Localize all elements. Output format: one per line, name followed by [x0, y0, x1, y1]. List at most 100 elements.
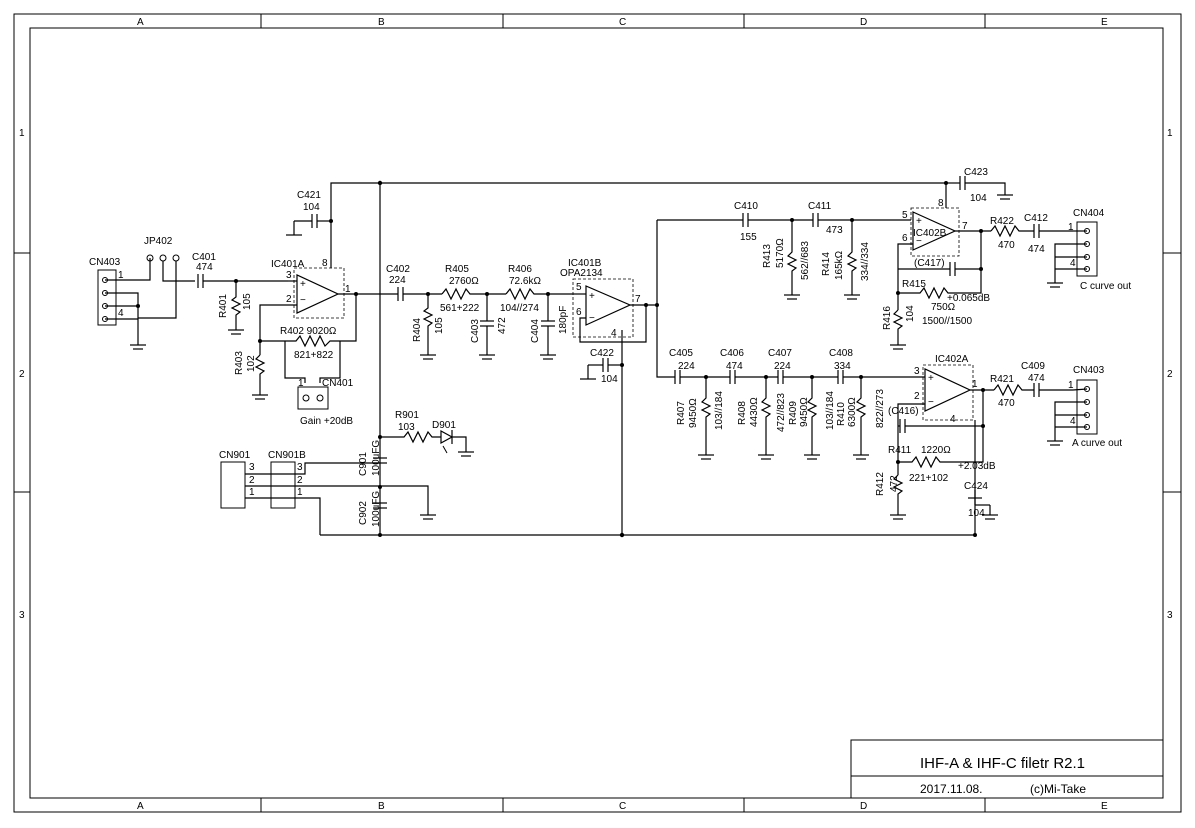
c411-capacitor: C411 473	[808, 201, 911, 236]
drawing-title: IHF-A & IHF-C filetr R2.1	[920, 755, 1085, 772]
svg-text:474: 474	[1028, 373, 1045, 384]
cn401-connector: CN401 1 Gain +20dB	[297, 378, 354, 427]
svg-text:3: 3	[286, 270, 292, 281]
c405-capacitor: C405 224	[669, 348, 730, 384]
col-label-top: E	[1101, 17, 1108, 28]
svg-text:(C416): (C416)	[888, 406, 919, 417]
svg-text:561+222: 561+222	[440, 303, 480, 314]
cn403-input-connector: CN403 1 4	[89, 257, 151, 350]
svg-text:9450Ω: 9450Ω	[799, 397, 810, 427]
svg-text:100uFG: 100uFG	[371, 440, 382, 476]
svg-text:105: 105	[242, 293, 253, 310]
r402-resistor: R402 9020Ω 821+822	[258, 294, 357, 383]
svg-text:1: 1	[1068, 380, 1074, 391]
svg-text:D901: D901	[432, 420, 456, 431]
svg-text:C410: C410	[734, 201, 758, 212]
drawing-date: 2017.11.08.	[920, 782, 983, 796]
svg-text:IC401A: IC401A	[271, 259, 305, 270]
svg-text:R406: R406	[508, 264, 532, 275]
svg-text:C408: C408	[829, 348, 853, 359]
c423-capacitor: C423 104	[964, 167, 1013, 204]
svg-text:821+822: 821+822	[294, 350, 334, 361]
svg-text:1500//1500: 1500//1500	[922, 316, 972, 327]
svg-text:224: 224	[678, 361, 695, 372]
svg-text:OPA2134: OPA2134	[560, 268, 603, 279]
c410-capacitor: C410 155	[657, 201, 813, 243]
svg-text:2: 2	[297, 475, 303, 486]
row-label-left: 3	[19, 610, 25, 621]
svg-text:R407: R407	[676, 401, 687, 425]
row-label-right: 2	[1167, 369, 1173, 380]
frame-labels: A B C D E A B C D E 1 2 3 1 2 3	[19, 17, 1173, 812]
svg-text:472: 472	[497, 317, 508, 334]
svg-text:104: 104	[970, 193, 987, 204]
svg-text:R409: R409	[788, 401, 799, 425]
svg-text:1: 1	[297, 487, 303, 498]
jp402-jumper: JP402	[138, 236, 195, 319]
svg-text:1220Ω: 1220Ω	[921, 445, 951, 456]
svg-text:472//823: 472//823	[776, 393, 787, 432]
row-label-left: 2	[19, 369, 25, 380]
svg-text:1: 1	[298, 378, 304, 389]
svg-text:+: +	[300, 279, 306, 290]
ic401a-opamp: + − IC401A 3 2 1 8	[259, 221, 398, 355]
svg-text:7: 7	[635, 294, 641, 305]
svg-text:1: 1	[345, 284, 351, 295]
svg-text:R901: R901	[395, 410, 419, 421]
cn403-output-connector: CN403 1 4 A curve out	[1047, 365, 1122, 449]
svg-text:IC402B: IC402B	[913, 228, 947, 239]
svg-text:2: 2	[286, 294, 292, 305]
svg-text:Gain +20dB: Gain +20dB	[300, 416, 353, 427]
svg-text:4: 4	[118, 308, 124, 319]
svg-text:165kΩ: 165kΩ	[834, 250, 845, 280]
svg-text:CN403: CN403	[1073, 365, 1105, 376]
svg-text:C404: C404	[530, 319, 541, 343]
c902-capacitor: C902 100uFG	[358, 491, 387, 537]
svg-text:−: −	[300, 295, 306, 306]
svg-text:224: 224	[774, 361, 791, 372]
svg-text:R414: R414	[821, 252, 832, 276]
svg-text:R410: R410	[836, 402, 847, 426]
c403-capacitor: C403 472	[470, 294, 508, 360]
ic402a-opamp: + − IC402A 3 2 1 4 (C416)	[888, 354, 994, 475]
svg-text:R422: R422	[990, 216, 1014, 227]
svg-text:103//184: 103//184	[714, 391, 725, 430]
r405-resistor: R405 2760Ω 561+222	[440, 264, 506, 314]
svg-text:+0.065dB: +0.065dB	[947, 293, 990, 304]
svg-text:4: 4	[950, 414, 956, 425]
c409-capacitor: C409 474	[1021, 361, 1073, 397]
svg-text:C902: C902	[358, 501, 369, 525]
r411-resistor: R411 1220Ω 221+102 +2.03dB	[888, 424, 996, 484]
svg-text:750Ω: 750Ω	[931, 302, 956, 313]
svg-text:822//273: 822//273	[875, 389, 886, 428]
title-block: IHF-A & IHF-C filetr R2.1 2017.11.08. (c…	[850, 739, 1164, 799]
svg-text:C402: C402	[386, 264, 410, 275]
drawing-frame	[13, 13, 1182, 813]
r412-resistor: R412 472	[875, 472, 906, 520]
r404-resistor: R404 105	[412, 294, 445, 360]
svg-text:IC401B: IC401B	[568, 258, 602, 269]
svg-text:334//334: 334//334	[860, 242, 871, 281]
svg-text:334: 334	[834, 361, 851, 372]
c424-capacitor: C424 104	[964, 481, 998, 537]
col-label-bottom: C	[619, 801, 626, 812]
svg-text:+2.03dB: +2.03dB	[958, 461, 996, 472]
svg-text:C423: C423	[964, 167, 988, 178]
c901-capacitor: C901 100uFG	[358, 440, 387, 489]
svg-text:CN901B: CN901B	[268, 450, 306, 461]
svg-text:−: −	[928, 397, 934, 408]
r401-resistor: R401 105	[218, 281, 253, 335]
r403-resistor: R403 102	[234, 351, 268, 400]
ic402b-opamp: + − IC402B 5 6 7 8 (C417)	[897, 181, 991, 310]
c404-capacitor: C404 180pF	[530, 294, 569, 360]
svg-text:R416: R416	[882, 306, 893, 330]
svg-text:2: 2	[914, 391, 920, 402]
svg-text:7: 7	[962, 221, 968, 232]
r421-resistor: R421 470	[990, 374, 1034, 409]
col-label-top: A	[137, 17, 144, 28]
drawing-author: (c)Mi-Take	[1030, 782, 1086, 796]
svg-text:470: 470	[998, 240, 1015, 251]
svg-text:R413: R413	[762, 244, 773, 268]
c408-capacitor: C408 334	[829, 348, 925, 384]
svg-text:104: 104	[905, 305, 916, 322]
